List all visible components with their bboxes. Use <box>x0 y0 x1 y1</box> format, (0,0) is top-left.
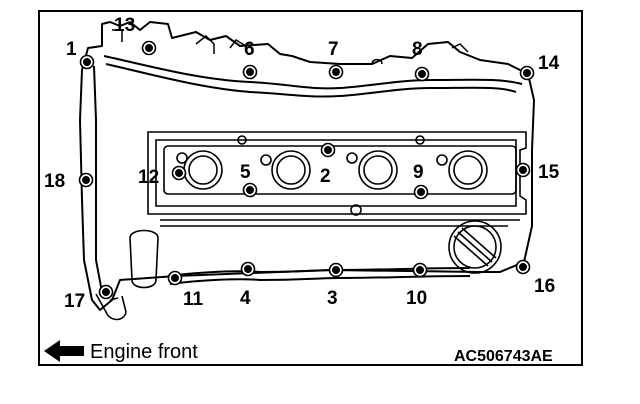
bolt-label-15: 15 <box>538 162 560 183</box>
bolt-label-16: 16 <box>534 276 555 297</box>
bolt-8 <box>414 66 430 82</box>
bolt-7 <box>328 64 344 80</box>
bolt-label-3: 3 <box>327 288 338 309</box>
bolt-6 <box>242 64 258 80</box>
bolt-11 <box>167 270 183 286</box>
spark-plug-area <box>147 131 527 227</box>
valve-cover <box>79 21 535 311</box>
bolt-10 <box>412 262 428 278</box>
left-arrow-icon <box>44 340 84 362</box>
bolt-label-9: 9 <box>413 162 424 183</box>
bolt-label-14: 14 <box>538 53 560 74</box>
bolt-label-18: 18 <box>44 171 65 192</box>
oil-filler-cap <box>448 220 502 274</box>
bolt-label-17: 17 <box>64 291 85 312</box>
direction-indicator: Engine front <box>44 340 198 363</box>
bolt-label-11: 11 <box>183 289 204 310</box>
bolt-17 <box>98 284 114 300</box>
bolt-labels: 1 2 3 4 5 6 7 8 9 10 11 12 13 14 15 16 1… <box>44 15 560 312</box>
bolt-label-7: 7 <box>328 39 339 60</box>
bolt-4 <box>240 261 256 277</box>
top-brackets <box>112 29 469 65</box>
bolt-13 <box>141 40 157 56</box>
diagram-frame <box>38 10 583 366</box>
bolt-16 <box>515 259 531 275</box>
bolt-3 <box>328 262 344 278</box>
bolt-label-5: 5 <box>240 162 251 183</box>
bolt-18 <box>78 172 94 188</box>
bolt-label-1: 1 <box>66 39 77 60</box>
bolt-label-6: 6 <box>244 39 255 60</box>
bolt-15 <box>515 162 531 178</box>
bolt-label-13: 13 <box>114 15 135 36</box>
bolt-label-10: 10 <box>406 288 427 309</box>
direction-label: Engine front <box>90 341 198 363</box>
bolt-14 <box>519 65 535 81</box>
bolt-label-8: 8 <box>412 39 423 60</box>
bolt-2 <box>320 142 336 158</box>
bolt-1 <box>79 54 95 70</box>
breather-hose <box>95 229 159 321</box>
bolt-12 <box>171 165 187 181</box>
bolts <box>78 40 535 300</box>
bolt-label-2: 2 <box>320 166 331 187</box>
bolt-label-12: 12 <box>138 167 159 188</box>
figure-code: AC506743AE <box>454 348 553 365</box>
bolt-9 <box>413 184 429 200</box>
bolt-label-4: 4 <box>240 288 251 309</box>
bolt-5 <box>242 182 258 198</box>
